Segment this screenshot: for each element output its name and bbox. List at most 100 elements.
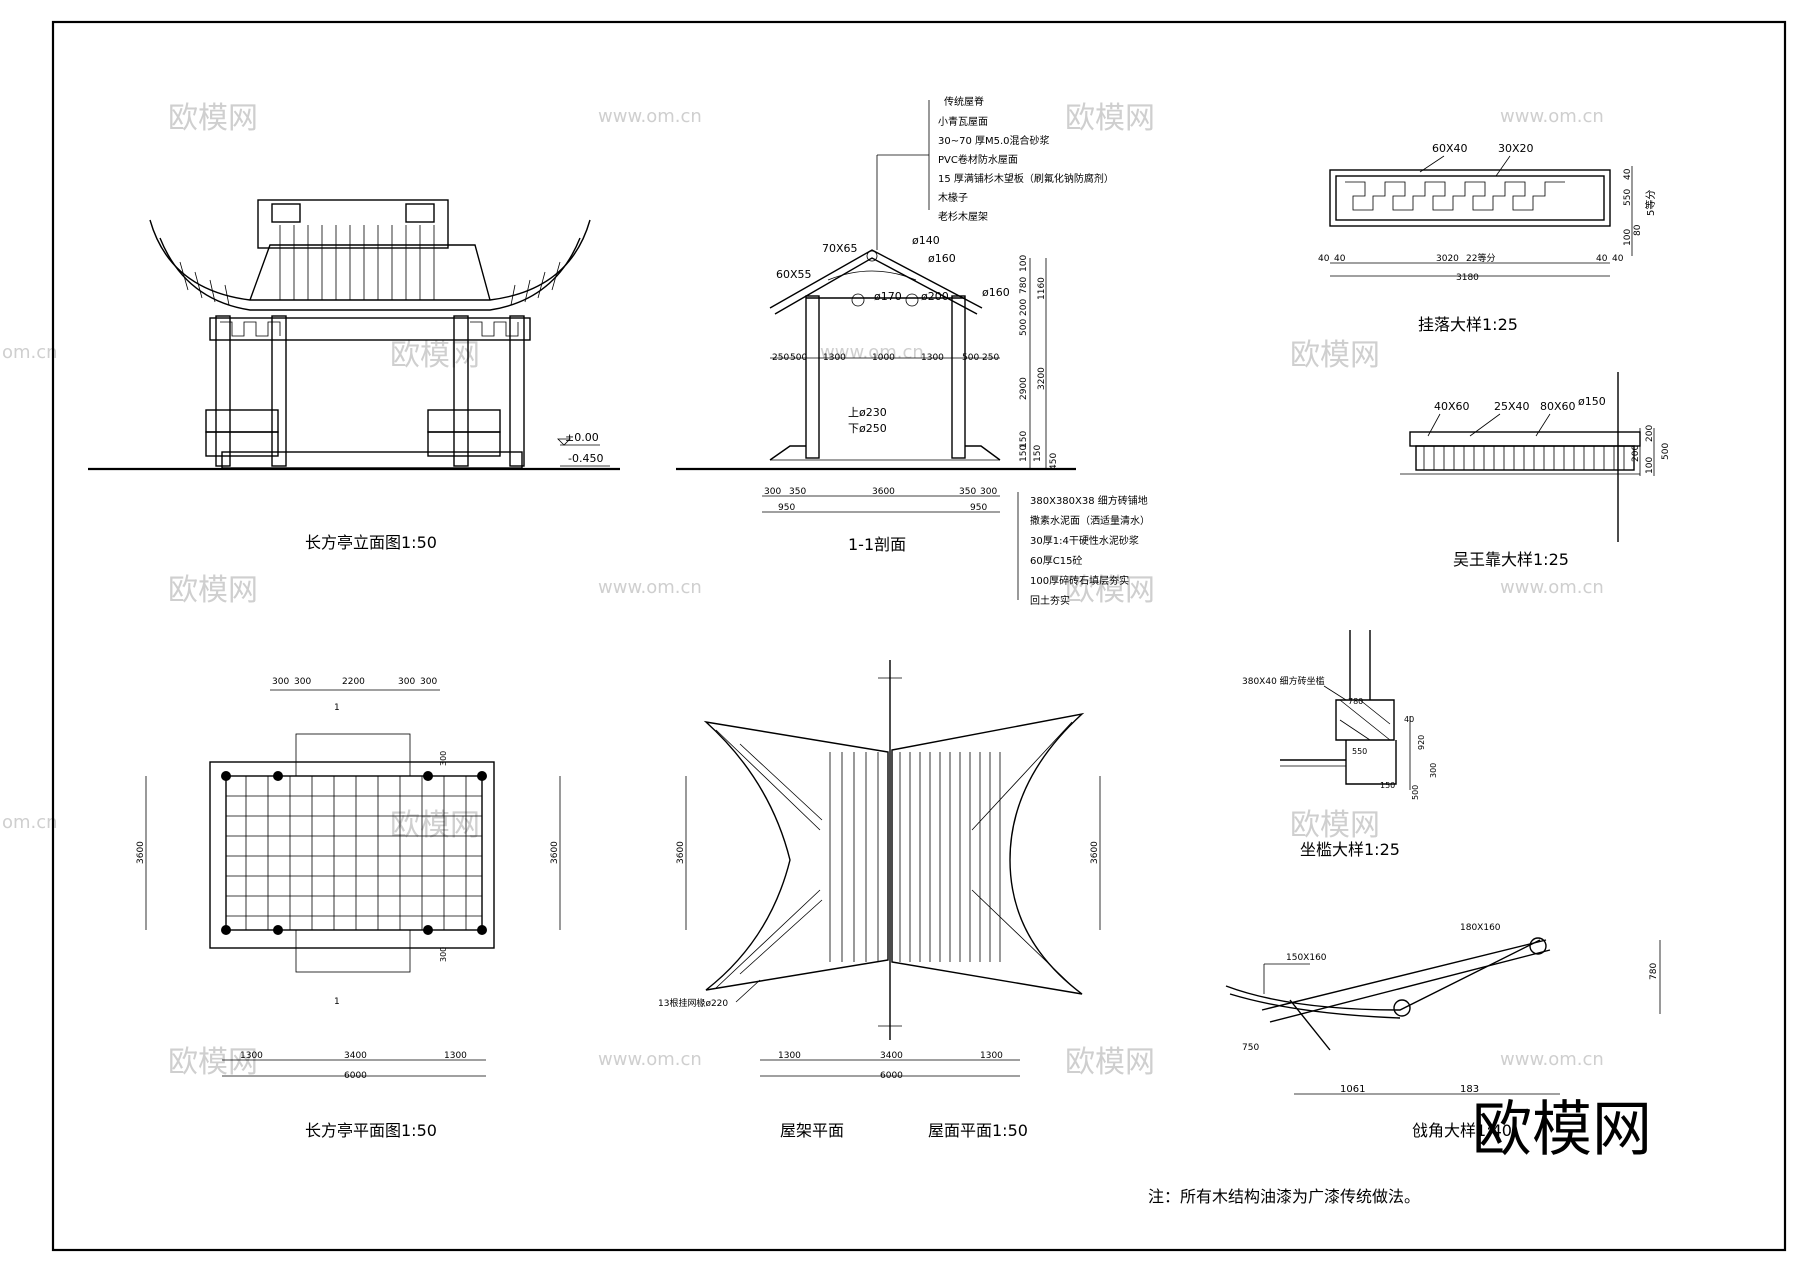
plan-total: 6000 (344, 1071, 367, 1081)
guaoluo-dim: 3020 (1436, 254, 1459, 264)
plan-top-dim: 300 (294, 677, 311, 687)
roof-plan-label: 13根挂网椽ø220 (658, 997, 728, 1009)
section-bottom-sub: 950 (970, 503, 987, 513)
roof-layer-note: 15 厚满铺杉木望板（刷氟化钠防腐剂） (938, 172, 1114, 185)
qiangjiao-dim: 750 (1242, 1043, 1259, 1053)
member-label: 70X65 (822, 242, 858, 255)
column-dot (221, 925, 231, 935)
wuwangkao-dim: 200 (1645, 425, 1655, 442)
roof-eave-curve (149, 219, 591, 301)
guaoluo-label: 30X20 (1498, 142, 1534, 155)
qiangjiao-detail: 180X160 150X160 780 750 1061 183 戗角大样1:4… (1225, 923, 1661, 1140)
zuokan-dim: 150 (1380, 781, 1395, 790)
watermark-url: www.om.cn (1500, 577, 1604, 598)
guaoluo-title: 挂落大样1:25 (1418, 315, 1518, 334)
guaoluo-dim: 40 (1596, 254, 1608, 264)
guaoluo-total: 3180 (1456, 273, 1479, 283)
member-label: ø140 (912, 234, 940, 247)
zuokan-column (1349, 630, 1371, 700)
qiangjiao-label: 180X160 (1460, 923, 1501, 933)
guaoluo-right-dim: 80 (1633, 224, 1643, 236)
section-column (951, 295, 966, 459)
section-right-dim: 780 (1019, 277, 1029, 294)
guaoluo-dim: 40 (1334, 254, 1346, 264)
roof-layer-notes: 传统屋脊 小青瓦屋面 30~70 厚M5.0混合砂浆 PVC卷材防水屋面 15 … (938, 95, 1114, 223)
roof-plan-hatching (715, 721, 1073, 989)
plan-drawing: 300 300 2200 300 300 1 1 1300 3400 1300 … (136, 677, 561, 1140)
watermark-brand: 欧模网 (1065, 1045, 1155, 1080)
roof-plan-height: 3600 (1090, 841, 1100, 864)
watermark-url-partial: om.cn (2, 812, 58, 833)
section-drawing: 传统屋脊 小青瓦屋面 30~70 厚M5.0混合砂浆 PVC卷材防水屋面 15 … (676, 95, 1150, 607)
guaoluo-right-dim: 550 (1623, 189, 1633, 206)
roof-plan-bottom-dim: 1300 (778, 1051, 801, 1061)
plan-side-dim: 300 (439, 751, 448, 766)
guaoluo-dim: 22等分 (1466, 252, 1495, 264)
plan-top-dim: 300 (398, 677, 415, 687)
guaoluo-right-dim: 5等分 (1644, 190, 1657, 216)
zuokan-label: 380X40 细方砖坐槛 (1242, 675, 1325, 687)
zuokan-dim: 920 (1417, 735, 1426, 750)
qiangjiao-title: 戗角大样1:40 (1412, 1121, 1512, 1140)
column-dot (221, 771, 231, 781)
watermark-brand: 欧模网 (168, 573, 258, 608)
watermark-brand: 欧模网 (168, 101, 258, 136)
guaoluo-right-dim: 40 (1623, 168, 1633, 180)
roof-frame-title: 屋架平面 (780, 1121, 844, 1140)
section-right-dim2: 1160 (1037, 277, 1047, 300)
section-right-dim: 2900 (1019, 377, 1029, 400)
elevation-drawing: ±0.00 -0.450 长方亭立面图1:50 (88, 199, 620, 552)
floor-layer-notes: 380X380X38 细方砖铺地 撒素水泥面（洒适量清水） 30厚1:4干硬性水… (1030, 494, 1150, 607)
column-dot (423, 925, 433, 935)
roof-plan-bottom-dim: 3400 (880, 1051, 903, 1061)
plan-bottom-dim: 1300 (240, 1051, 263, 1061)
watermark-brand: 欧模网 (390, 808, 480, 843)
roof-plan-height: 3600 (676, 841, 686, 864)
section-top-dim: 1000 (872, 353, 895, 363)
member-label: 上ø230 (848, 406, 887, 419)
zuokan-title: 坐槛大样1:25 (1300, 840, 1400, 859)
member-label: ø160 (928, 252, 956, 265)
section-right-dim: 150 (1033, 445, 1043, 462)
roof-tile-lines (179, 225, 561, 306)
qiangjiao-dim: 183 (1460, 1084, 1479, 1095)
floor-layer-note: 380X380X38 细方砖铺地 (1030, 494, 1148, 507)
guaoluo-right-dim: 100 (1623, 229, 1633, 246)
watermark-url: www.om.cn (1500, 1049, 1604, 1070)
roof-layer-note: 老杉木屋架 (938, 210, 988, 223)
plan-title: 长方亭平面图1:50 (305, 1121, 437, 1140)
section-top-dim: 500 (962, 353, 979, 363)
qiangjiao-dim: 780 (1649, 963, 1659, 980)
section-bottom-dim: 300 (980, 487, 997, 497)
floor-layer-note: 回土夯实 (1030, 594, 1070, 607)
roof-plan-title: 屋面平面1:50 (928, 1121, 1028, 1140)
plan-grid (226, 776, 482, 930)
zuokan-dim: 300 (1429, 763, 1438, 778)
plan-height: 3600 (550, 841, 560, 864)
plan-height: 3600 (136, 841, 146, 864)
plan-top-dim: 300 (272, 677, 289, 687)
floor-layer-note: 撒素水泥面（洒适量清水） (1030, 514, 1150, 527)
roof-plan-drawing: 13根挂网椽ø220 1300 3400 1300 6000 3600 3600… (658, 660, 1101, 1140)
member-label: ø160 (982, 286, 1010, 299)
roof-layer-note: PVC卷材防水屋面 (938, 153, 1018, 166)
purlin-circle (1393, 999, 1411, 1017)
wuwangkao-dim: 200 (1631, 445, 1641, 462)
column-dot (423, 771, 433, 781)
watermark-url: www.om.cn (598, 106, 702, 127)
section-top-dim: 250 (772, 353, 789, 363)
watermark-layer: 欧模网 www.om.cn 欧模网 www.om.cn 欧模网 www.om.c… (2, 101, 1604, 1080)
plan-top-dim: 2200 (342, 677, 365, 687)
section-roof (769, 249, 983, 309)
section-bottom-sub: 950 (778, 503, 795, 513)
general-note: 注：所有木结构油漆为广漆传统做法。 (1148, 1187, 1420, 1206)
floor-layer-note: 100厚碎砖石填层夯实 (1030, 574, 1129, 587)
wuwangkao-label: 25X40 (1494, 400, 1530, 413)
wuwangkao-label: 80X60 (1540, 400, 1576, 413)
wuwangkao-dim: 500 (1661, 443, 1671, 460)
watermark-url: www.om.cn (1500, 106, 1604, 127)
roof-layer-note: 传统屋脊 (944, 95, 984, 108)
purlin-circle (1529, 937, 1547, 955)
roof-layer-note: 30~70 厚M5.0混合砂浆 (938, 134, 1050, 147)
zuokan-dim: 780 (1348, 697, 1363, 706)
